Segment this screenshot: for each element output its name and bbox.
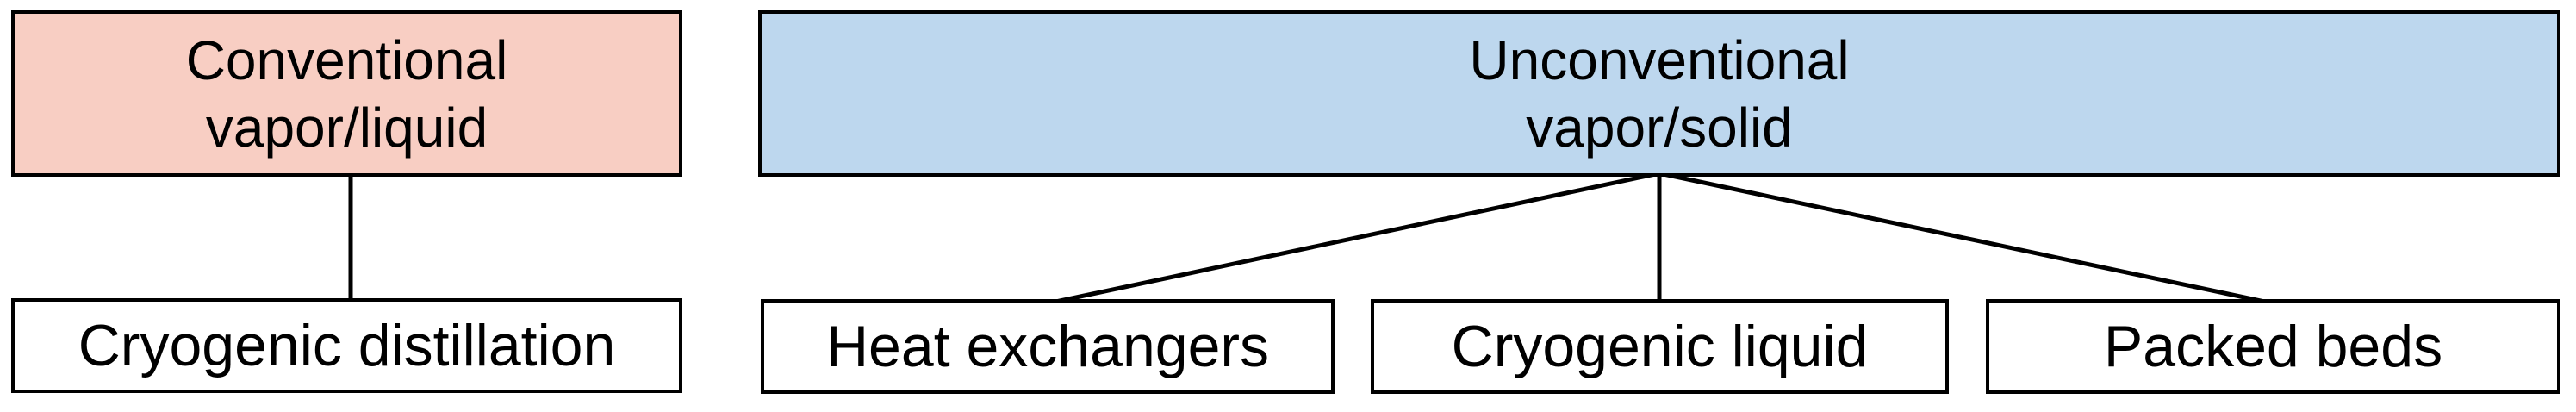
unconventional-label-line2: vapor/solid <box>1526 96 1793 159</box>
connector-unconventional-to-heat-exchangers <box>1045 171 1662 306</box>
conventional-label-line2: vapor/liquid <box>205 96 488 159</box>
child-box-packed-beds: Packed beds <box>1986 299 2560 394</box>
conventional-label-line1: Conventional <box>185 28 508 91</box>
child-box-cryogenic-liquid: Cryogenic liquid <box>1371 299 1949 394</box>
packed-beds-label: Packed beds <box>2103 314 2443 379</box>
unconventional-label-line1: Unconventional <box>1469 28 1850 91</box>
connector-unconventional-to-packed-beds <box>1657 171 2275 306</box>
child-box-cryogenic-distillation: Cryogenic distillation <box>11 298 682 393</box>
cryogenic-liquid-label: Cryogenic liquid <box>1451 314 1869 379</box>
heat-exchangers-label: Heat exchangers <box>825 314 1270 379</box>
child-box-heat-exchangers: Heat exchangers <box>761 299 1335 394</box>
parent-box-conventional: Conventional vapor/liquid <box>11 10 682 177</box>
cryogenic-distillation-label: Cryogenic distillation <box>78 313 616 378</box>
parent-box-unconventional: Unconventional vapor/solid <box>758 10 2560 177</box>
